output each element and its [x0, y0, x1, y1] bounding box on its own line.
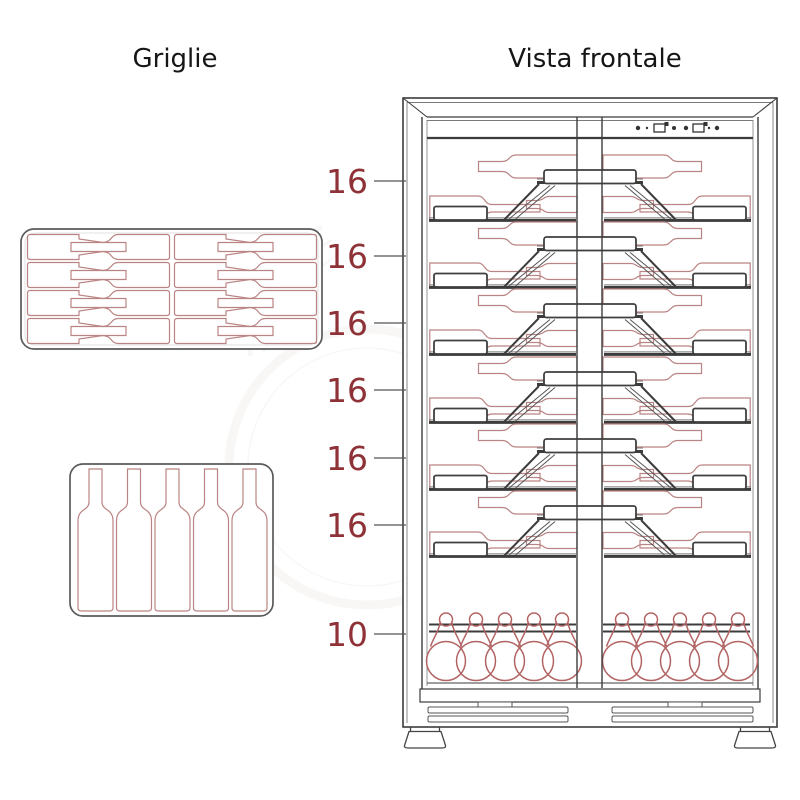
cabinet-base — [403, 682, 777, 749]
capacity-label-shelf-5: 16 — [326, 439, 368, 478]
standing-bottles-grille-diagram — [69, 463, 274, 617]
vent-grille — [427, 706, 754, 723]
shelf-units — [427, 153, 753, 559]
bottom-bottle-row — [425, 612, 759, 682]
foot-right — [733, 727, 777, 749]
grilles-title: Griglie — [132, 44, 218, 74]
led-dot-icon — [714, 125, 720, 131]
capacity-label-shelf-4: 16 — [326, 371, 368, 410]
led-dot-icon — [635, 125, 641, 131]
dot-icon — [707, 126, 711, 130]
capacity-label-shelf-3: 16 — [326, 304, 368, 343]
lying-bottles-grille-diagram — [20, 228, 323, 350]
shelf-center-plates — [543, 169, 637, 521]
display-corner-icon — [703, 122, 708, 126]
capacity-label-shelf-1: 16 — [326, 162, 368, 201]
front-view-title: Vista frontale — [508, 44, 682, 74]
capacity-label-bottom-row: 10 — [326, 615, 368, 654]
display-icon — [692, 123, 705, 133]
display-icon — [653, 123, 666, 133]
capacity-label-shelf-6: 16 — [326, 506, 368, 545]
led-dot-icon — [672, 126, 676, 130]
center-mullion — [576, 117, 603, 688]
capacity-labels: 16 16 16 16 16 16 10 — [326, 162, 406, 654]
cabinet-front-view: 16 16 16 16 16 16 10 — [326, 97, 778, 749]
control-panel — [635, 122, 720, 133]
foot-left — [403, 727, 447, 749]
led-dot-icon — [683, 125, 689, 131]
dot-icon — [645, 126, 649, 130]
capacity-label-shelf-2: 16 — [326, 237, 368, 276]
display-corner-icon — [664, 122, 669, 126]
